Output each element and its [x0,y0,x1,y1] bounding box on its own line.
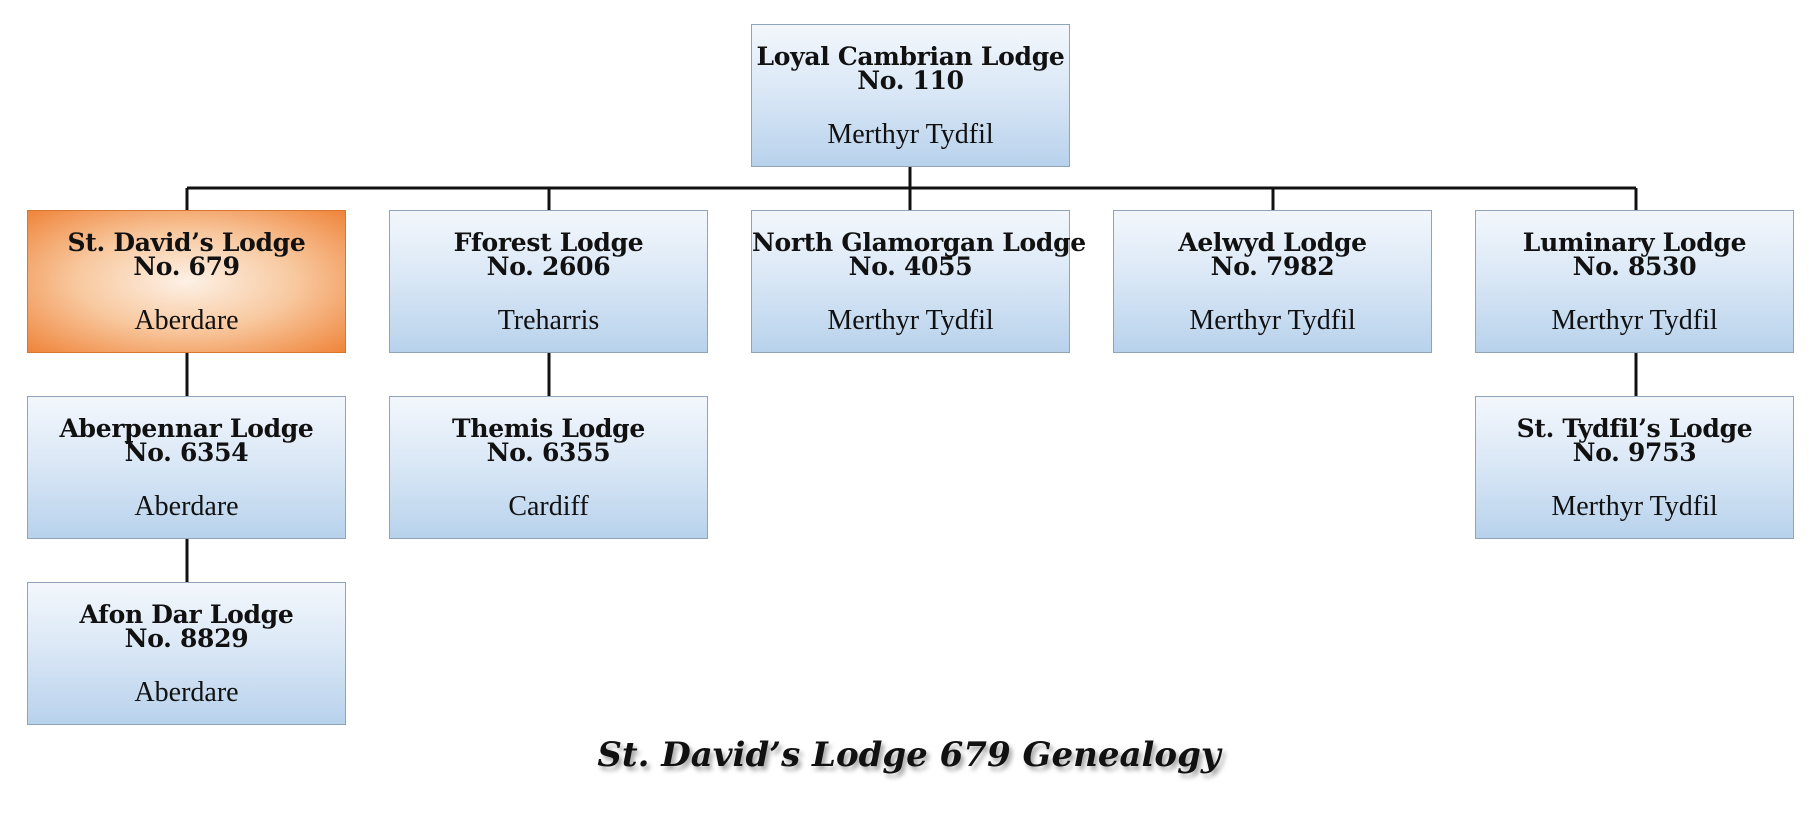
node-name: Aberpennar Lodge [59,414,314,443]
node-name: Afon Dar Lodge [79,600,294,629]
node-aelwyd-lodge: Aelwyd Lodge No. 7982 Merthyr Tydfil [1113,210,1432,353]
node-location: Merthyr Tydfil [1551,305,1718,336]
node-themis-lodge: Themis Lodge No. 6355 Cardiff [389,396,708,539]
node-location: Cardiff [508,491,589,522]
node-north-glamorgan-lodge: North Glamorgan Lodge No. 4055 Merthyr T… [751,210,1086,353]
node-name: Loyal Cambrian Lodge [756,42,1065,71]
node-name: St. Tydfil’s Lodge [1516,414,1753,443]
node-location: Treharris [497,305,600,336]
chart-title: St. David’s Lodge 679 Genealogy [597,735,1221,775]
node-name: Luminary Lodge [1522,228,1747,257]
node-location: Merthyr Tydfil [827,305,994,336]
node-name: Fforest Lodge [453,228,644,257]
node-number: No. 6355 [486,438,611,467]
node-location: Aberdare [134,305,239,336]
node-number: No. 8530 [1572,252,1697,281]
node-location: Aberdare [134,677,239,708]
node-number: No. 2606 [486,252,611,281]
node-name: Aelwyd Lodge [1178,228,1367,257]
node-name: North Glamorgan Lodge [752,228,1086,257]
node-loyal-cambrian-lodge: Loyal Cambrian Lodge No. 110 Merthyr Tyd… [751,24,1070,167]
node-location: Merthyr Tydfil [1189,305,1356,336]
node-location: Merthyr Tydfil [1551,491,1718,522]
node-number: No. 8829 [124,624,249,653]
node-name: St. David’s Lodge [67,228,306,257]
node-number: No. 110 [857,66,964,95]
node-st-davids-lodge: St. David’s Lodge No. 679 Aberdare [27,210,346,353]
node-number: No. 9753 [1572,438,1697,467]
node-luminary-lodge: Luminary Lodge No. 8530 Merthyr Tydfil [1475,210,1794,353]
node-number: No. 7982 [1210,252,1335,281]
node-location: Aberdare [134,491,239,522]
node-st-tydfils-lodge: St. Tydfil’s Lodge No. 9753 Merthyr Tydf… [1475,396,1794,539]
node-number: No. 679 [133,252,240,281]
node-number: No. 4055 [848,252,973,281]
node-afon-dar-lodge: Afon Dar Lodge No. 8829 Aberdare [27,582,346,725]
node-name: Themis Lodge [452,414,645,443]
node-location: Merthyr Tydfil [827,119,994,150]
node-number: No. 6354 [124,438,249,467]
node-aberpennar-lodge: Aberpennar Lodge No. 6354 Aberdare [27,396,346,539]
node-fforest-lodge: Fforest Lodge No. 2606 Treharris [389,210,708,353]
